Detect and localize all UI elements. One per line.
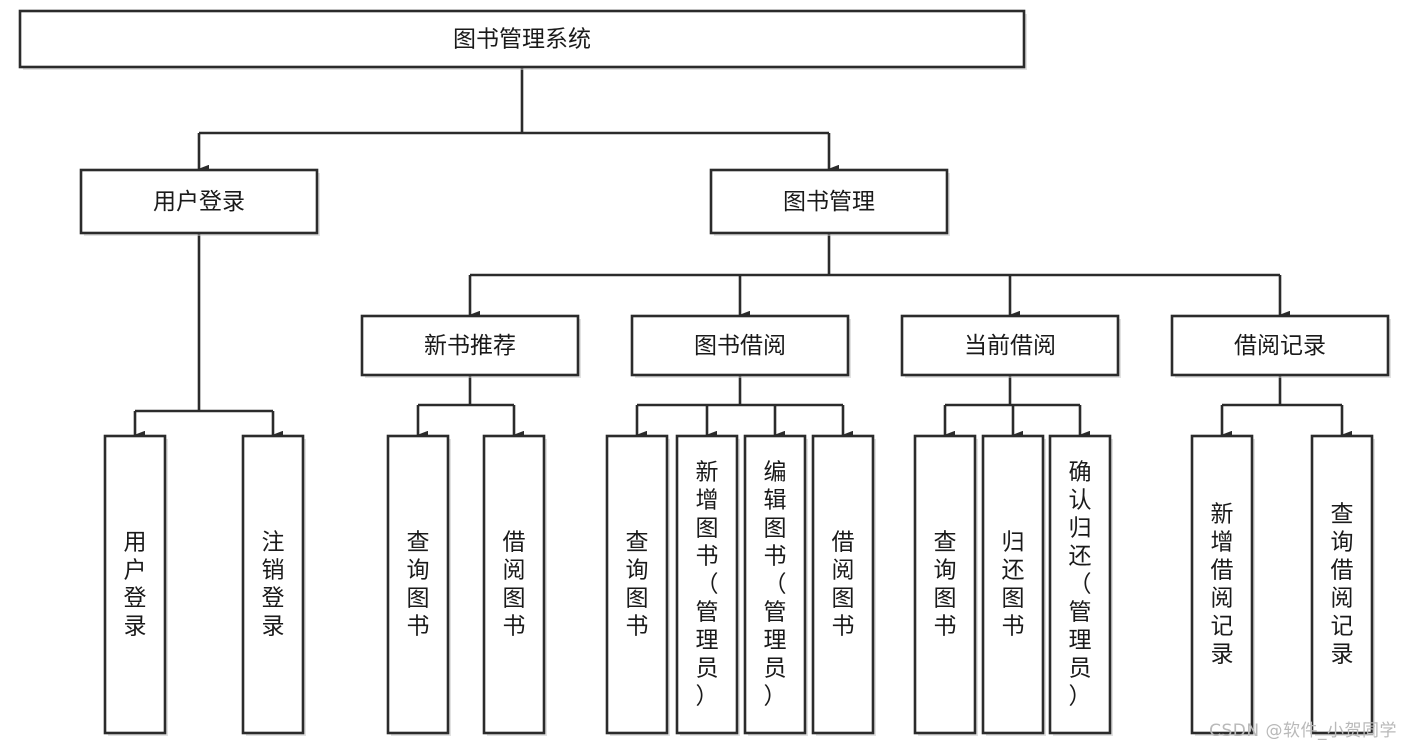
node-box[interactable] (913, 434, 977, 735)
node-root[interactable]: 图书管理系统 (18, 9, 1027, 70)
node-box[interactable] (103, 434, 167, 735)
node-box[interactable] (1048, 434, 1112, 735)
node-label: 当前借阅 (964, 333, 1056, 359)
node-box[interactable] (1310, 434, 1374, 735)
node-leaf_query_book_c[interactable]: 查询图书 (913, 434, 978, 736)
node-label: 图书管理系统 (453, 27, 591, 53)
node-label: 查询借阅记录 (1331, 501, 1354, 667)
node-box[interactable] (743, 434, 807, 735)
node-leaf_borrow_book_rec[interactable]: 借阅图书 (482, 434, 547, 736)
node-leaf_query_book_b[interactable]: 查询图书 (605, 434, 670, 736)
nodes-layer: 图书管理系统用户登录图书管理新书推荐图书借阅当前借阅借阅记录用户登录注销登录查询… (18, 9, 1391, 736)
node-box[interactable] (482, 434, 546, 735)
node-label: 图书借阅 (694, 333, 786, 359)
node-leaf_add_book[interactable]: 新增图书（管理员） (675, 434, 740, 736)
node-book_borrow[interactable]: 图书借阅 (630, 314, 851, 378)
node-borrow_record[interactable]: 借阅记录 (1170, 314, 1391, 378)
node-leaf_edit_book[interactable]: 编辑图书（管理员） (743, 434, 808, 736)
node-box[interactable] (675, 434, 739, 735)
node-label: 查询图书 (626, 529, 649, 639)
node-box[interactable] (360, 314, 580, 377)
node-leaf_borrow_book_b[interactable]: 借阅图书 (811, 434, 876, 736)
node-box[interactable] (900, 314, 1120, 377)
node-leaf_add_record[interactable]: 新增借阅记录 (1190, 434, 1255, 736)
node-box[interactable] (709, 168, 949, 235)
node-label: 用户登录 (153, 189, 245, 215)
node-label: 用户登录 (124, 529, 147, 639)
node-box[interactable] (1170, 314, 1390, 377)
node-label: 归还图书 (1002, 529, 1025, 639)
node-leaf_user_login[interactable]: 用户登录 (103, 434, 168, 736)
node-label: 编辑图书（管理员） (764, 459, 787, 709)
node-current_borrow[interactable]: 当前借阅 (900, 314, 1121, 378)
node-label: 借阅图书 (832, 529, 855, 639)
node-box[interactable] (811, 434, 875, 735)
node-box[interactable] (18, 9, 1026, 69)
node-label: 新书推荐 (424, 333, 516, 359)
node-label: 查询图书 (934, 529, 957, 639)
node-user_login[interactable]: 用户登录 (79, 168, 320, 236)
node-box[interactable] (981, 434, 1045, 735)
node-leaf_query_record[interactable]: 查询借阅记录 (1310, 434, 1375, 736)
node-label: 借阅记录 (1234, 333, 1326, 359)
node-box[interactable] (605, 434, 669, 735)
node-leaf_query_book_rec[interactable]: 查询图书 (386, 434, 451, 736)
node-label: 确认归还（管理员） (1069, 459, 1092, 709)
node-new_book_rec[interactable]: 新书推荐 (360, 314, 581, 378)
node-box[interactable] (1190, 434, 1254, 735)
node-box[interactable] (79, 168, 319, 235)
node-book_manage[interactable]: 图书管理 (709, 168, 950, 236)
node-box[interactable] (630, 314, 850, 377)
node-label: 注销登录 (262, 529, 285, 639)
node-label: 新增图书（管理员） (696, 459, 719, 709)
node-label: 借阅图书 (503, 529, 526, 639)
node-leaf_logout[interactable]: 注销登录 (241, 434, 306, 736)
node-label: 图书管理 (783, 189, 875, 215)
node-leaf_confirm_return[interactable]: 确认归还（管理员） (1048, 434, 1113, 736)
edges-layer (133, 67, 1352, 440)
node-label: 查询图书 (407, 529, 430, 639)
node-box[interactable] (241, 434, 305, 735)
node-leaf_return_book[interactable]: 归还图书 (981, 434, 1046, 736)
node-label: 新增借阅记录 (1211, 501, 1234, 667)
node-box[interactable] (386, 434, 450, 735)
